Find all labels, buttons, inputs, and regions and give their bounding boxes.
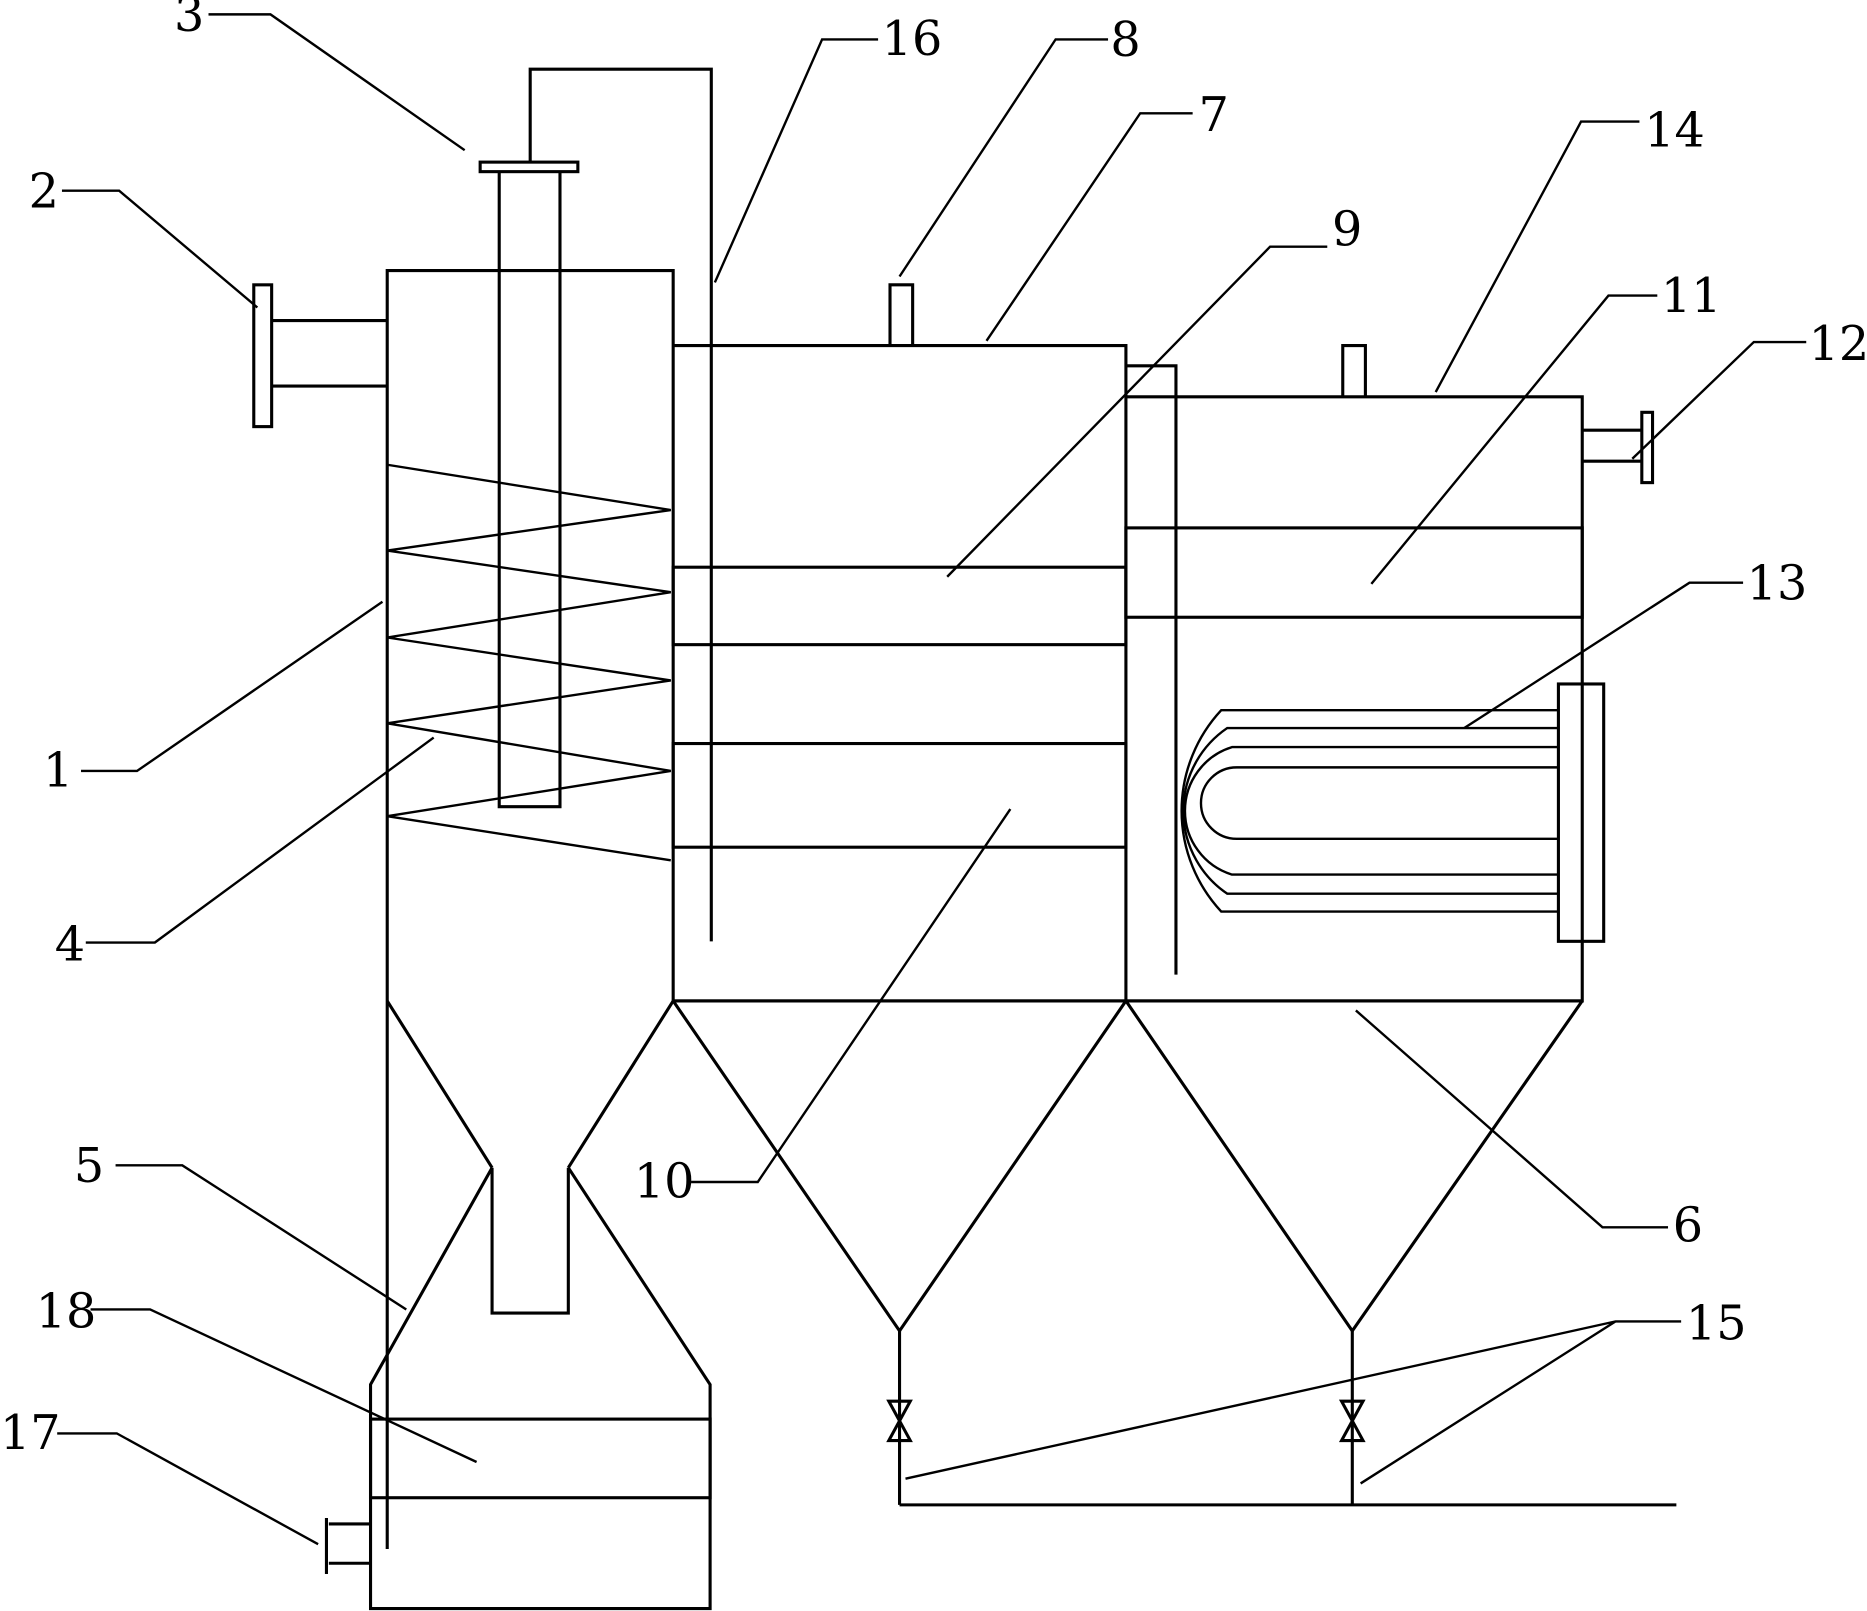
callout-9: 9 <box>1332 203 1362 258</box>
callout-16: 16 <box>882 12 943 67</box>
callout-14: 14 <box>1644 104 1705 159</box>
callout-labels: 1 2 3 4 5 6 7 8 9 10 11 12 13 14 15 16 1… <box>0 0 1867 1461</box>
callout-10: 10 <box>634 1154 695 1209</box>
filter-layer-9 <box>671 565 1128 647</box>
callout-17: 17 <box>0 1406 61 1461</box>
callout-18: 18 <box>36 1284 97 1339</box>
callout-2: 2 <box>29 164 59 219</box>
central-outlet-tube <box>478 160 580 809</box>
callout-12: 12 <box>1809 317 1867 372</box>
filter-layer-11 <box>1124 526 1584 619</box>
callout-3: 3 <box>174 0 204 43</box>
collection-hoppers <box>671 998 1677 1507</box>
callout-4: 4 <box>55 917 85 972</box>
second-chamber <box>1124 344 1655 1003</box>
leader-lines <box>57 13 1807 1546</box>
dust-collector <box>368 1166 712 1611</box>
filter-layer-10 <box>671 741 1128 849</box>
callout-13: 13 <box>1747 556 1808 611</box>
callout-5: 5 <box>74 1139 104 1194</box>
u-tube-heat-exchanger <box>1180 682 1606 943</box>
callout-15: 15 <box>1686 1296 1747 1351</box>
bottom-outlet-pipe <box>324 1517 371 1574</box>
callout-8: 8 <box>1110 13 1140 68</box>
spiral-guide-vanes <box>387 463 671 862</box>
callout-11: 11 <box>1661 269 1722 324</box>
callout-6: 6 <box>1673 1199 1703 1254</box>
top-nozzle-8 <box>888 283 915 346</box>
first-chamber <box>671 283 1128 1003</box>
filter-layer-18 <box>368 1417 712 1500</box>
callout-1: 1 <box>43 743 73 798</box>
callout-7: 7 <box>1199 88 1229 143</box>
valve-15-left <box>886 1399 913 1443</box>
gas-duct <box>528 67 713 942</box>
inlet-pipe <box>252 283 388 429</box>
valve-15-right <box>1338 1399 1366 1443</box>
cyclone-separator <box>385 268 675 1549</box>
